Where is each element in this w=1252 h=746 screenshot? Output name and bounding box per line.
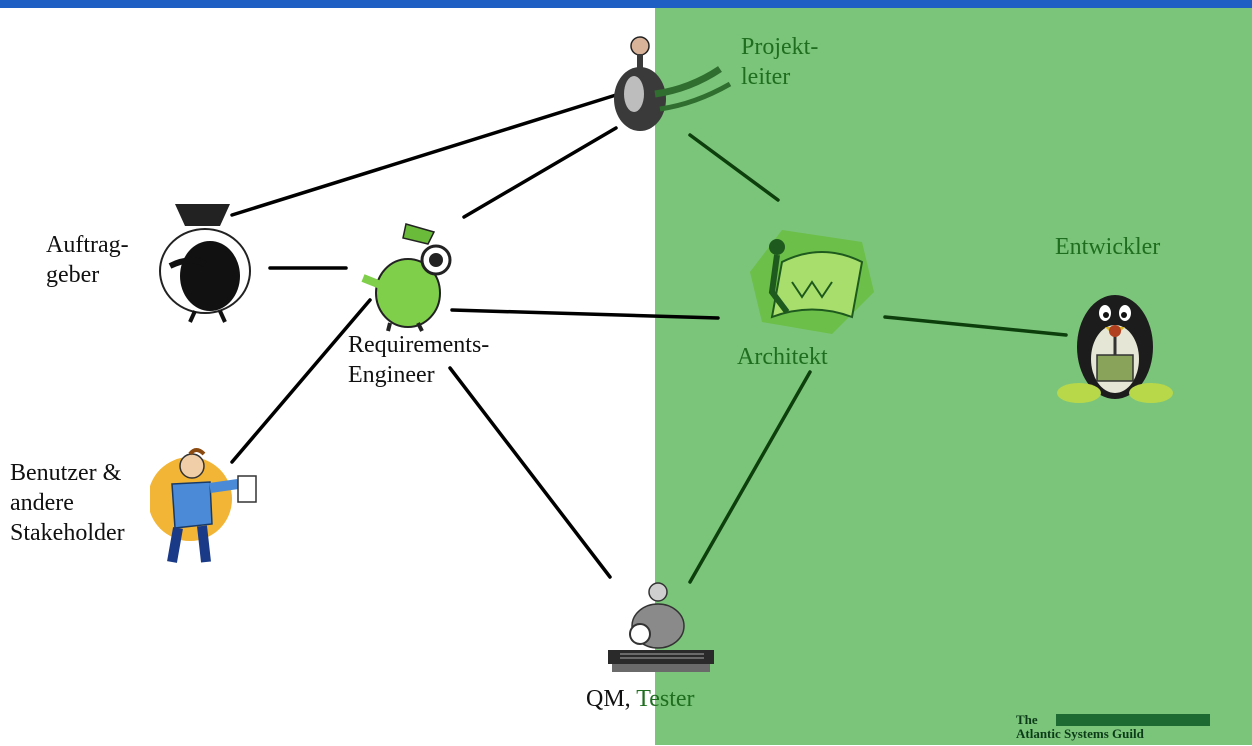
detective-icon [361, 223, 452, 332]
user-icon [150, 448, 257, 563]
client-icon [159, 204, 251, 323]
tester-label-part: Tester [636, 686, 695, 712]
logo-bar [1056, 714, 1210, 726]
requirements-engineer-label: Requirements- Engineer [348, 332, 490, 388]
development-area-panel [655, 8, 1252, 745]
link-projektleiter-architekt [688, 133, 780, 202]
logo-line-2: Atlantic Systems Guild [1016, 726, 1144, 741]
penguin-icon [1057, 295, 1173, 403]
link-requirements-architekt [450, 308, 720, 320]
atlantic-systems-guild-logo: The Atlantic Systems Guild [1016, 712, 1210, 746]
top-border-bar [0, 0, 1252, 8]
link-architekt-entwickler [883, 315, 1068, 337]
tester-icon [608, 582, 714, 672]
link-benutzer-requirements [230, 298, 372, 464]
architekt-label: Architekt [737, 344, 828, 370]
benutzer-label: Benutzer & andere Stakeholder [10, 460, 125, 546]
link-auftraggeber-projektleiter [230, 93, 618, 217]
entwickler-label: Entwickler [1055, 234, 1161, 260]
projektleiter-label: Projekt- leiter [741, 34, 819, 90]
link-requirements-projektleiter [462, 126, 618, 219]
manager-icon [614, 36, 732, 131]
auftraggeber-label: Auftrag- geber [46, 232, 129, 288]
link-architekt-qm [688, 370, 812, 584]
logo-line-1: The [1016, 712, 1038, 727]
architect-icon [750, 230, 874, 334]
qm-label-part: QM, [586, 686, 637, 712]
link-requirements-qm [448, 366, 612, 579]
qm-tester-label: QM, Tester [586, 684, 695, 714]
